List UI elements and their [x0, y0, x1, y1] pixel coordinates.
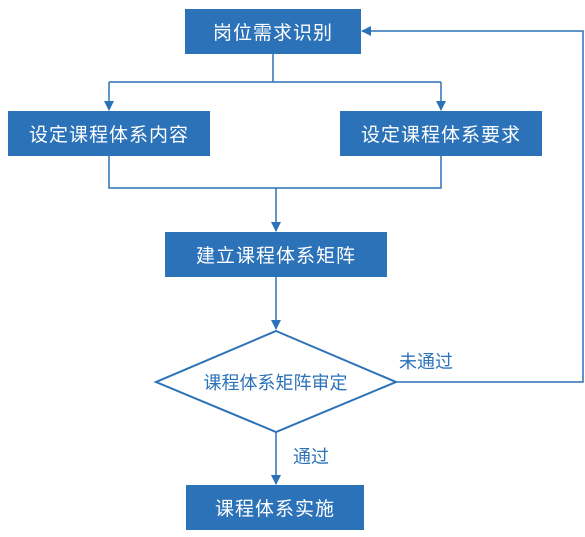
node-review-label: 课程体系矩阵审定 [203, 373, 348, 394]
node-matrix: 建立课程体系矩阵 [165, 232, 387, 277]
node-identify: 岗位需求识别 [185, 9, 361, 54]
edge-label-fail: 未通过 [399, 352, 453, 373]
edge-fail-loop [361, 26, 584, 383]
edge-merge-bar [108, 156, 442, 189]
node-content: 设定课程体系内容 [8, 111, 210, 156]
node-requirements: 设定课程体系要求 [340, 111, 542, 156]
edge-label-pass: 通过 [293, 447, 329, 468]
node-implement: 课程体系实施 [186, 485, 364, 530]
